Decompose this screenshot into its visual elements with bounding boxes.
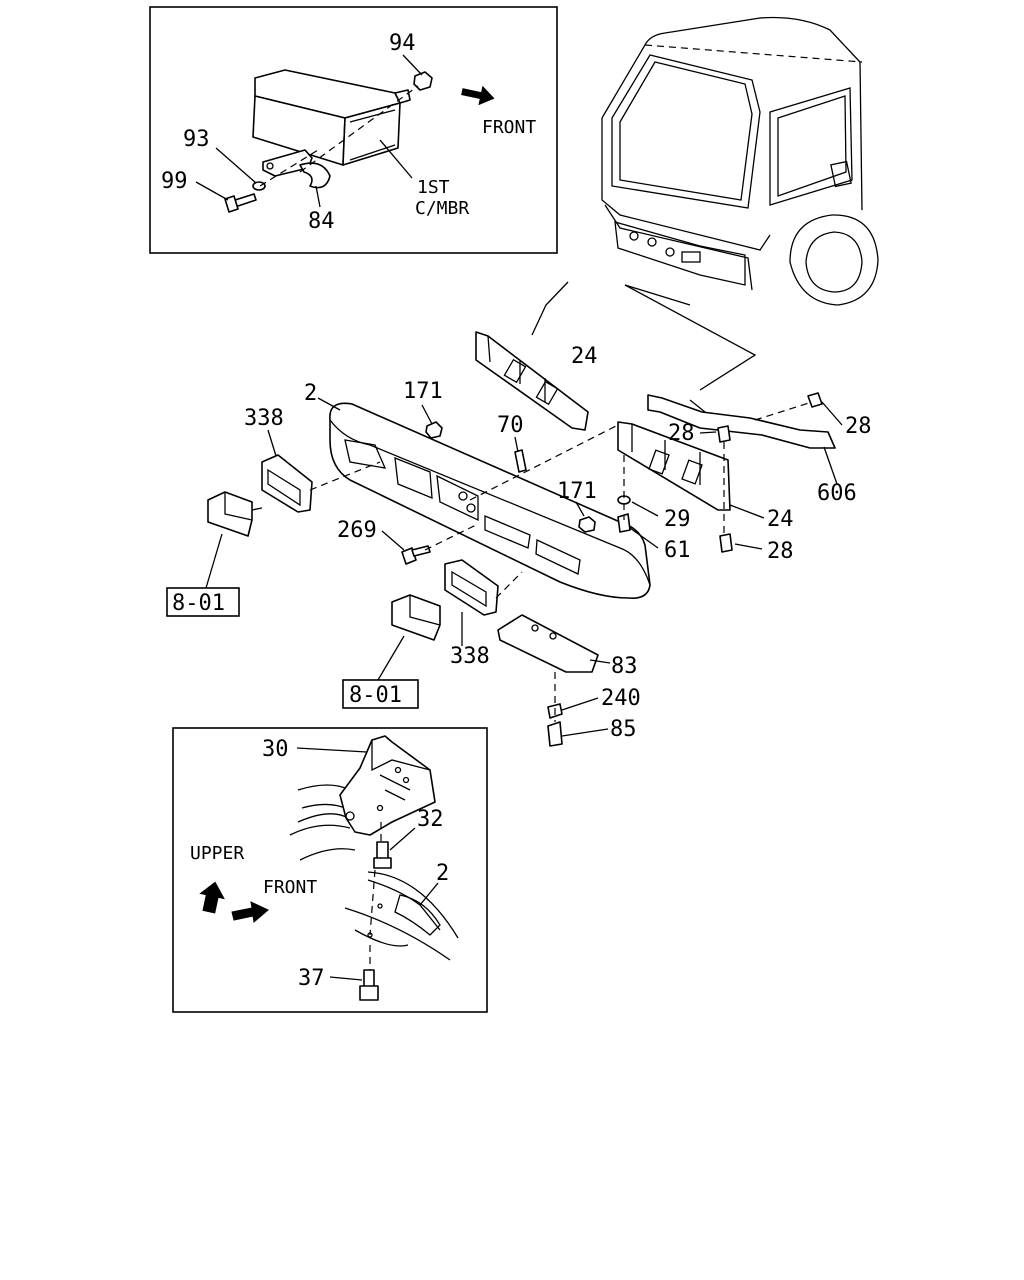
bolt-99 xyxy=(224,193,257,213)
label-32: 32 xyxy=(417,807,444,832)
label-84: 84 xyxy=(308,209,335,234)
first-cross-member xyxy=(252,69,411,166)
bolt-61 xyxy=(617,513,631,533)
label-269: 269 xyxy=(337,518,377,543)
bezel-338-left xyxy=(261,454,313,513)
fog-lamp-right xyxy=(391,594,441,641)
bolt-28-lower xyxy=(719,533,733,553)
label-2-inset: 2 xyxy=(436,861,449,886)
front-bumper xyxy=(329,402,651,600)
truck-cab xyxy=(601,16,879,391)
front-text-bottom: FRONT xyxy=(263,877,317,898)
label-99: 99 xyxy=(161,169,188,194)
label-606: 606 xyxy=(817,481,857,506)
label-240: 240 xyxy=(601,686,641,711)
ref-box-8-01-left-text: 8-01 xyxy=(172,591,225,616)
bolt-85 xyxy=(547,721,563,747)
label-338-left: 338 xyxy=(244,406,284,431)
fog-lamp-left xyxy=(207,491,263,537)
label-70: 70 xyxy=(497,413,524,438)
label-24-upper: 24 xyxy=(571,344,598,369)
ref-box-8-01-right xyxy=(342,679,419,709)
label-30: 30 xyxy=(262,737,289,762)
label-28-upper: 28 xyxy=(668,421,695,446)
bracket-70 xyxy=(514,449,527,473)
label-171-upper: 171 xyxy=(403,379,443,404)
ref-box-8-01-left xyxy=(166,587,240,617)
tow-hook xyxy=(262,149,331,189)
bolt-32 xyxy=(373,841,392,869)
bolt-28-upper xyxy=(717,425,731,443)
bracket-30 xyxy=(339,735,436,836)
ref-box-8-01-right-text: 8-01 xyxy=(349,683,402,708)
inset-top-frame xyxy=(149,6,558,254)
upper-text: UPPER xyxy=(190,843,244,864)
member-label-line1: 1ST xyxy=(417,177,450,198)
bolt-37 xyxy=(359,969,379,1001)
plate-83 xyxy=(497,614,599,673)
label-94: 94 xyxy=(389,31,416,56)
label-61: 61 xyxy=(664,538,691,563)
label-83: 83 xyxy=(611,654,638,679)
label-28-lower: 28 xyxy=(767,539,794,564)
label-171-lower: 171 xyxy=(557,479,597,504)
label-29: 29 xyxy=(664,507,691,532)
bracket-24-lower xyxy=(617,421,731,511)
inset-top: 94 93 99 84 1ST C/MBR FRONT xyxy=(149,6,558,254)
stay-606 xyxy=(647,394,836,449)
bumper-assembly: 8-01 8-01 2 171 338 70 24 28 28 606 24 2… xyxy=(166,281,872,747)
nut-171-upper xyxy=(425,421,443,439)
bolt-28-right xyxy=(807,392,823,408)
label-338-right: 338 xyxy=(450,644,490,669)
washer-93 xyxy=(252,181,266,191)
label-37: 37 xyxy=(298,966,325,991)
nut-171-lower xyxy=(578,516,596,533)
arrow-right-icon xyxy=(461,85,495,106)
label-24-lower: 24 xyxy=(767,507,794,532)
label-2: 2 xyxy=(304,381,317,406)
bolt-269 xyxy=(401,545,431,565)
arrow-up-icon xyxy=(199,881,225,914)
bracket-24-upper xyxy=(475,331,589,431)
label-93: 93 xyxy=(183,127,210,152)
label-28-right: 28 xyxy=(845,414,872,439)
bezel-338-right xyxy=(444,559,499,616)
inset-bottom-frame xyxy=(172,727,488,1013)
nut-94 xyxy=(413,71,433,91)
front-text-top: FRONT xyxy=(482,117,536,138)
arrow-right-icon-bottom xyxy=(231,901,269,923)
inset-bottom: 30 32 2 37 UPPER FRONT xyxy=(172,727,488,1013)
member-label-line2: C/MBR xyxy=(415,198,469,219)
label-85: 85 xyxy=(610,717,637,742)
